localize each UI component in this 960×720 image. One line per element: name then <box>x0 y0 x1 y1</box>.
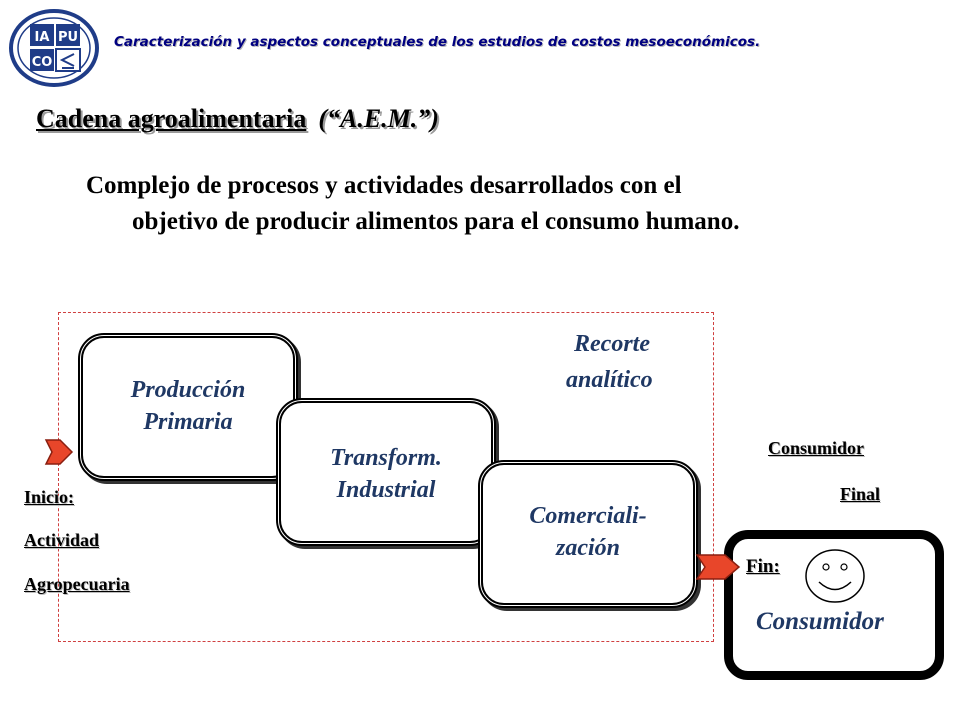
recorte-label-line1: Recorte <box>574 331 650 357</box>
stage-label-comercial: Comerciali- zación <box>480 500 696 564</box>
fin-label: Fin: <box>746 556 780 577</box>
stage-label-industrial-line1: Transform. <box>330 445 442 471</box>
arrow-start-icon <box>44 439 74 465</box>
description-line-2: objetivo de producir alimentos para el c… <box>132 208 740 235</box>
stage-label-comercial-line1: Comerciali- <box>529 503 647 529</box>
stage-label-primaria: Producción Primaria <box>80 374 296 438</box>
stage-produccion-primaria <box>78 333 298 481</box>
stage-label-industrial: Transform. Industrial <box>278 442 494 506</box>
stage-label-primaria-line2: Primaria <box>143 409 233 435</box>
stage-comercializacion <box>478 460 698 608</box>
stage-label-comercial-line2: zación <box>555 535 620 561</box>
stage-transformacion-industrial <box>276 398 496 546</box>
logo-text-2: PU <box>58 30 78 45</box>
stage-label-primaria-line1: Producción <box>130 377 246 403</box>
actividad-label: Actividad <box>24 530 100 550</box>
inicio-label: Inicio: <box>24 487 75 507</box>
arrow-end-icon <box>695 554 741 580</box>
header-title: Caracterización y aspectos conceptuales … <box>114 34 761 50</box>
description-line-1: Complejo de procesos y actividades desar… <box>86 172 682 199</box>
recorte-label-line2: analítico <box>566 367 653 393</box>
consumidor-label: Consumidor <box>756 608 884 635</box>
consumidor-final-line2: Final <box>840 484 881 504</box>
smiley-face-icon <box>805 549 865 603</box>
logo-text-3: CO <box>32 55 53 70</box>
title-main: Cadena agroalimentaria <box>36 104 307 133</box>
logo-icon: IA PU CO <box>9 9 99 87</box>
slide-title: Cadena agroalimentaria (“A.E.M.”) <box>36 104 439 134</box>
logo-text-1: IA <box>35 30 50 45</box>
title-subtitle: (“A.E.M.”) <box>318 104 439 133</box>
stage-label-industrial-line2: Industrial <box>336 477 436 503</box>
analytic-cut-frame <box>58 312 714 642</box>
agropecuaria-label: Agropecuaria <box>24 574 130 594</box>
consumidor-final-line1: Consumidor <box>768 438 865 458</box>
